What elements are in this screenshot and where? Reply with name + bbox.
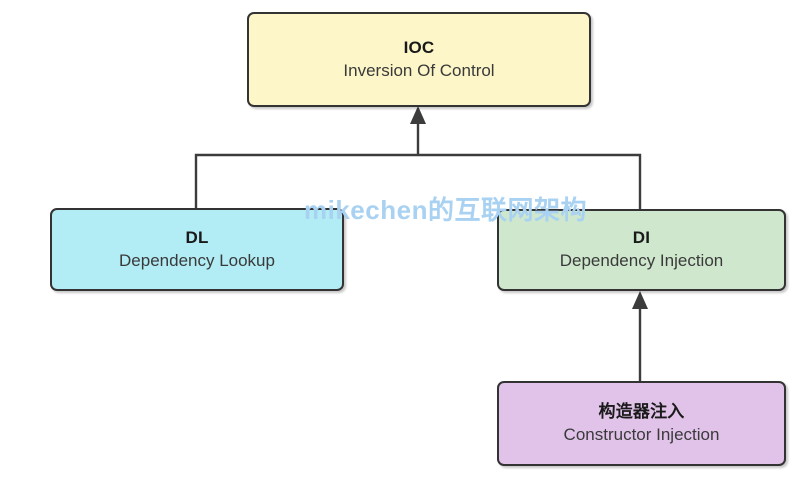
edge-dl-to-bracket — [194, 153, 418, 208]
edge-di-to-bracket — [418, 153, 642, 209]
arrowhead-ioc — [410, 106, 426, 124]
node-ioc-subtitle: Inversion Of Control — [343, 60, 495, 80]
node-ioc-title: IOC — [403, 37, 435, 57]
arrowhead-di — [632, 291, 648, 309]
node-constructor-injection-subtitle: Constructor Injection — [563, 424, 720, 444]
node-constructor-injection-title: 构造器注入 — [598, 401, 685, 421]
node-constructor-injection[interactable]: 构造器注入 Constructor Injection — [497, 381, 786, 466]
node-dl-title: DL — [185, 227, 209, 247]
node-di[interactable]: DI Dependency Injection — [497, 209, 786, 291]
node-ioc[interactable]: IOC Inversion Of Control — [247, 12, 591, 107]
node-dl-subtitle: Dependency Lookup — [119, 250, 275, 270]
node-dl[interactable]: DL Dependency Lookup — [50, 208, 344, 291]
node-di-title: DI — [632, 228, 651, 248]
node-di-subtitle: Dependency Injection — [559, 251, 724, 270]
